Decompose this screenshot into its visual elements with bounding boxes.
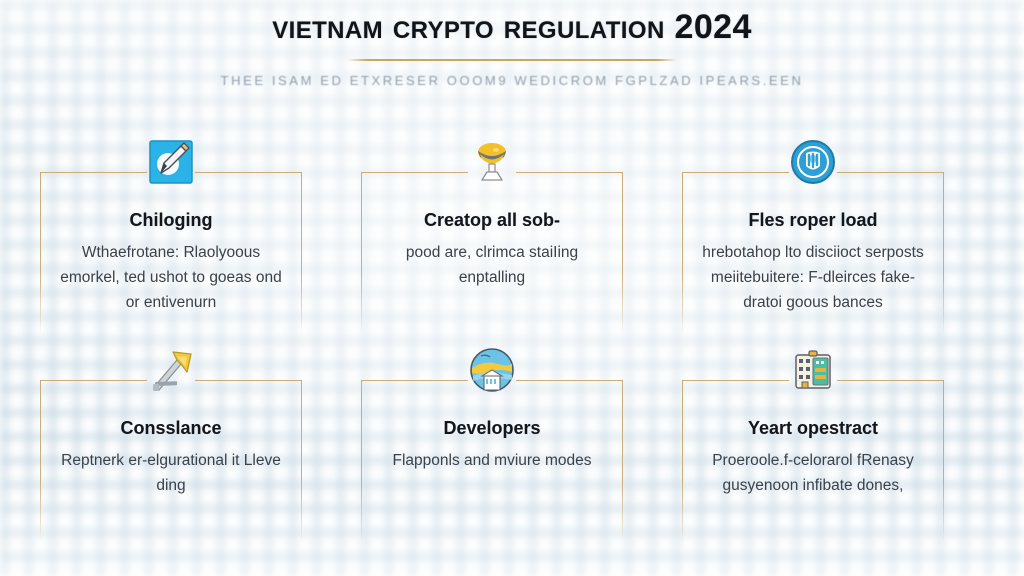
card-item: Creatop all sob- pood are, clrimca staiI…	[361, 143, 623, 334]
card-body: Proeroolе.f-celorarol fRenasy gusyenoon …	[712, 451, 914, 494]
page-title: Vietnam Crypto Regulation 2024	[272, 8, 752, 46]
card-item: Fles roper load hrebotahop lto disciioct…	[682, 140, 944, 334]
card-body: Wthaefrotane: Rlaolyoous emorkel, ted us…	[60, 243, 282, 311]
globe-landscape-seal-icon	[466, 344, 518, 396]
card-title: Fles roper load	[748, 210, 878, 230]
growth-arrow-icon	[145, 344, 197, 396]
shield-badge-circle-icon	[787, 136, 839, 188]
header: Vietnam Crypto Regulation 2024 THEE ISAM…	[0, 8, 1024, 88]
building-clipboard-icon	[787, 344, 839, 396]
card-body: Flapponls and mviure modes	[392, 451, 592, 469]
card-body: pood are, clrimca staiIing enptalling	[405, 243, 579, 286]
card-title: Creatop all sob-	[423, 210, 561, 230]
card-title: Developers	[443, 418, 541, 438]
card-body: hrebotahop lto disciioct serposts meiite…	[702, 243, 924, 311]
card-item: Consslance Reptnerk er-elgurational it L…	[40, 351, 302, 542]
pencil-edit-icon	[145, 136, 197, 188]
card-title: Consslance	[120, 418, 222, 438]
card-item: Chiloging Wthaefrotane: Rlaolyoous emork…	[40, 140, 302, 334]
card-title: Yeart opestract	[747, 418, 879, 438]
card-grid: Chiloging Wthaefrotane: Rlaolyoous emork…	[40, 140, 944, 542]
page-subtitle: THEE ISAM ED ETXRESER OOOM9 WEDICROM FGP…	[220, 73, 804, 89]
card-item: Developers Flapponls and mviure modes	[361, 348, 623, 542]
card-item: Yeart opestract Proeroolе.f-celorarol fR…	[682, 350, 944, 542]
trophy-bowl-icon	[466, 136, 518, 188]
title-divider-rule	[347, 59, 677, 62]
card-body: Reptnerk er-elgurational it Lleve ding	[61, 451, 281, 494]
card-title: Chiloging	[129, 210, 213, 230]
